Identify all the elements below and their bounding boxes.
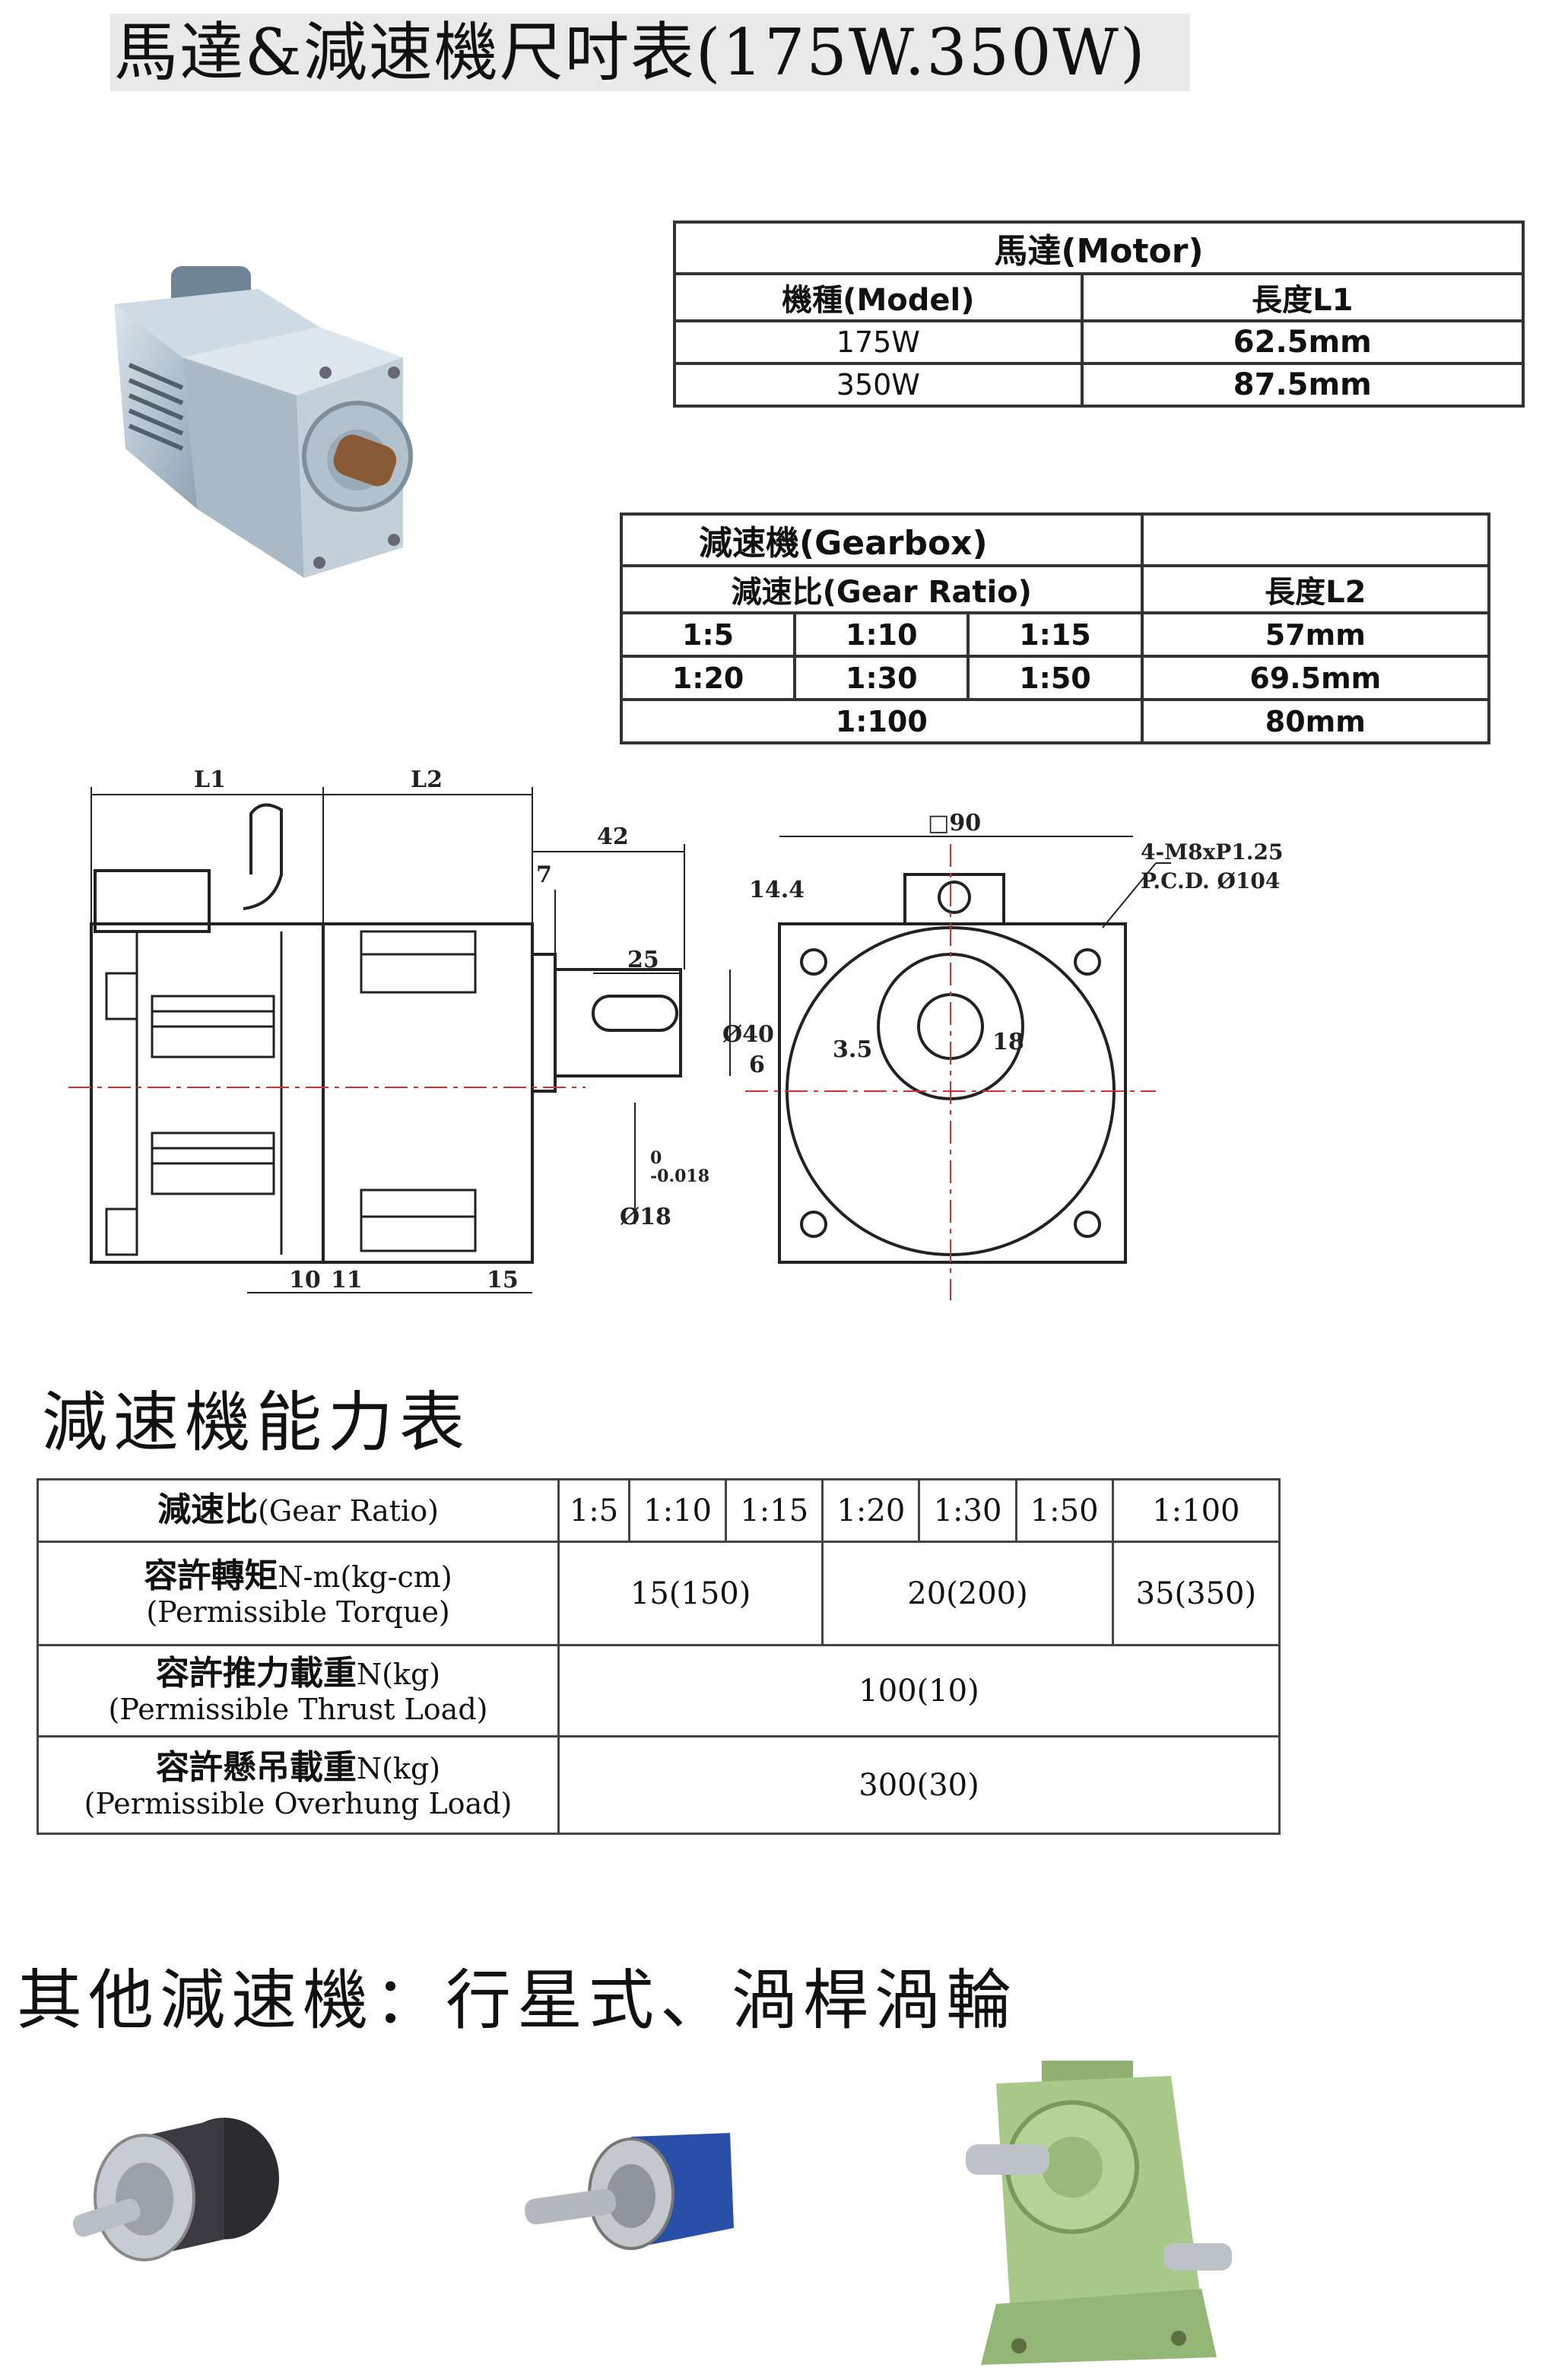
table-row: 1:20 1:30 1:50 69.5mm <box>619 655 1491 701</box>
gear-length: 69.5mm <box>1140 655 1491 701</box>
gear-ratio: 1:5 <box>619 611 797 658</box>
torque-value: 35(350) <box>1111 1541 1281 1646</box>
torque-label-en: (Permissible Torque) <box>146 1595 450 1629</box>
motor-table: 馬達(Motor) 機種(Model) 長度L1 175W 62.5mm 350… <box>673 221 1525 408</box>
gear-length: 80mm <box>1140 698 1491 744</box>
title-background <box>110 14 1190 91</box>
motor-col-length: 長度L1 <box>1080 272 1525 322</box>
torque-value: 20(200) <box>821 1541 1114 1646</box>
bolt-pcd: P.C.D. Ø104 <box>1141 868 1280 893</box>
torque-unit: N-m(kg-cm) <box>278 1560 452 1595</box>
table-row: 1:100 80mm <box>620 698 1491 744</box>
ratio-label-en: (Gear Ratio) <box>258 1494 439 1528</box>
gear-ratio: 1:50 <box>967 655 1144 701</box>
table-row: 減速比(Gear Ratio) 1:5 1:10 1:15 1:20 1:30 … <box>37 1478 1281 1543</box>
gearbox-table-caption: 減速機(Gearbox) <box>620 513 1144 567</box>
motor-model: 350W <box>673 362 1084 408</box>
ratio-cell: 1:15 <box>725 1478 824 1543</box>
table-row: 350W 87.5mm <box>673 362 1525 408</box>
overhung-unit: N(kg) <box>356 1752 441 1786</box>
dim-90: □90 <box>928 810 981 836</box>
dim-L1: L1 <box>194 768 226 793</box>
dim-tolerance: 0-0.018 <box>650 1148 709 1186</box>
overhung-label-en: (Permissible Overhung Load) <box>84 1786 513 1820</box>
page-title: 馬達&減速機尺吋表(175W.350W) <box>114 15 1147 90</box>
motor-col-model: 機種(Model) <box>673 272 1084 322</box>
dim-7: 7 <box>536 862 552 888</box>
gear-length: 57mm <box>1140 611 1491 658</box>
motor-length: 87.5mm <box>1080 362 1525 408</box>
capability-heading: 減速機能力表 <box>42 1385 471 1461</box>
table-row: 175W 62.5mm <box>673 319 1525 365</box>
gear-ratio: 1:30 <box>793 655 970 701</box>
gear-ratio: 1:100 <box>620 698 1144 744</box>
table-row: 容許懸吊載重N(kg)(Permissible Overhung Load) 3… <box>37 1735 1281 1835</box>
worm-gearbox-photo <box>966 2061 1232 2365</box>
overhung-label-zh: 容許懸吊載重 <box>155 1748 357 1788</box>
ratio-cell: 1:20 <box>821 1478 921 1543</box>
capability-table: 減速比(Gear Ratio) 1:5 1:10 1:15 1:20 1:30 … <box>37 1478 1281 1835</box>
thrust-label-en: (Permissible Thrust Load) <box>108 1692 488 1726</box>
bolt-spec: 4-M8xP1.25 <box>1141 839 1284 865</box>
table-row: 容許轉矩N-m(kg-cm)(Permissible Torque) 15(15… <box>37 1541 1281 1646</box>
dimension-drawing: L1 L2 42 7 25 Ø40 Ø18 0-0.018 10 11 15 □… <box>68 768 1284 1300</box>
dim-25: 25 <box>627 947 659 973</box>
table-row: 容許推力載重N(kg)(Permissible Thrust Load) 100… <box>37 1644 1281 1738</box>
gearbox-col-ratio: 減速比(Gear Ratio) <box>620 564 1144 614</box>
planetary-blue-gearbox-photo <box>525 2133 734 2250</box>
ratio-label-zh: 減速比 <box>157 1490 259 1530</box>
thrust-value: 100(10) <box>557 1644 1281 1738</box>
thrust-label-zh: 容許推力載重 <box>155 1654 357 1693</box>
gear-ratio: 1:15 <box>967 611 1144 658</box>
torque-label-zh: 容許轉矩 <box>144 1557 278 1596</box>
dim-3-5: 3.5 <box>833 1036 872 1063</box>
gearbox-table: 減速機(Gearbox) 減速比(Gear Ratio) 長度L2 1:5 1:… <box>619 513 1491 744</box>
gearbox-col-length: 長度L2 <box>1140 564 1491 614</box>
dim-42: 42 <box>597 824 629 850</box>
torque-value: 15(150) <box>557 1541 824 1646</box>
other-gearboxes-heading: 其他減速機：行星式、渦桿渦輪 <box>17 1963 1017 2039</box>
dim-L2: L2 <box>411 768 443 793</box>
ratio-cell: 1:10 <box>628 1478 728 1543</box>
dim-15: 15 <box>487 1267 519 1293</box>
dim-6: 6 <box>749 1052 765 1078</box>
motor-table-caption: 馬達(Motor) <box>673 221 1525 275</box>
ratio-cell: 1:100 <box>1111 1478 1281 1543</box>
dim-40: Ø40 <box>722 1021 774 1048</box>
dim-18b: 18 <box>992 1029 1024 1055</box>
table-row: 1:5 1:10 1:15 57mm <box>619 611 1491 658</box>
dim-18: Ø18 <box>620 1204 671 1230</box>
dim-11: 11 <box>331 1267 363 1293</box>
gear-ratio: 1:20 <box>619 655 797 701</box>
ratio-cell: 1:30 <box>918 1478 1017 1543</box>
thrust-unit: N(kg) <box>356 1658 441 1692</box>
dim-14-4: 14.4 <box>749 877 805 903</box>
planetary-gearbox-photo <box>72 2118 279 2261</box>
gear-ratio: 1:10 <box>793 611 970 658</box>
dim-10: 10 <box>289 1267 321 1293</box>
motor-gearbox-photo <box>114 266 413 578</box>
motor-length: 62.5mm <box>1080 319 1525 365</box>
overhung-value: 300(30) <box>557 1735 1281 1835</box>
ratio-cell: 1:5 <box>557 1478 631 1543</box>
motor-model: 175W <box>673 319 1084 365</box>
ratio-cell: 1:50 <box>1014 1478 1114 1543</box>
